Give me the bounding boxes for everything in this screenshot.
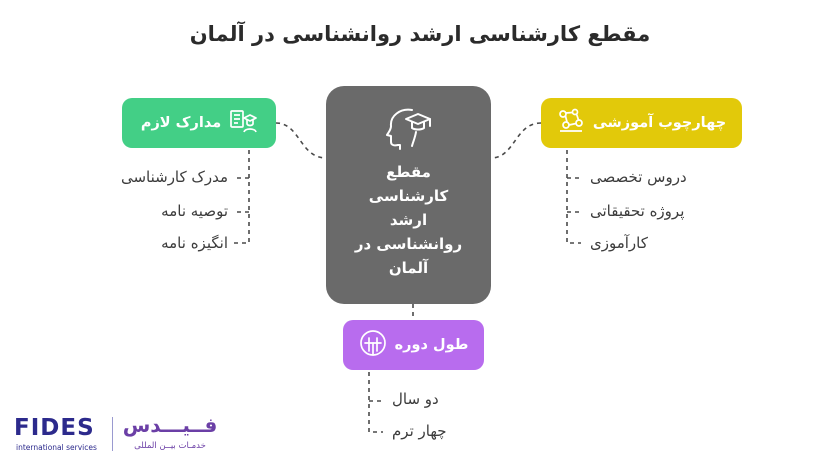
timeline-icon <box>359 329 387 361</box>
documents-item: انگیزه نامه <box>161 234 228 252</box>
connector-documents <box>275 122 327 159</box>
diagram-title: مقطع کارشناسی ارشد روانشناسی در آلمان <box>189 22 651 46</box>
duration-node: طول دوره <box>343 320 484 370</box>
framework-item: پروژه تحقیقاتی <box>590 202 685 220</box>
bracket-documents <box>233 150 250 244</box>
center-label: مقطع کارشناسی ارشد روانشناسی در آلمان <box>354 163 463 277</box>
framework-item: کارآموزی <box>590 234 648 252</box>
logo-divider <box>112 417 113 451</box>
logo-brand-latin: FIDES <box>14 415 95 441</box>
framework-label: چهارچوب آموزشی <box>592 115 727 131</box>
logo-brand-fa: فــیـــدس <box>122 413 218 437</box>
center-node: مقطع کارشناسی ارشد روانشناسی در آلمان <box>326 86 491 304</box>
bracket-duration <box>368 372 383 433</box>
bracket-framework <box>566 150 581 244</box>
fides-logo: FIDES international services فــیـــدس خ… <box>14 413 234 455</box>
duration-item: چهار ترم <box>392 422 447 440</box>
documents-graduate-icon <box>229 108 258 138</box>
head-graduation-cap-icon <box>382 104 436 154</box>
documents-item: مدرک کارشناسی <box>120 168 228 186</box>
network-nodes-icon <box>557 108 585 138</box>
logo-tagline-fa: خدمـات بیــن المللی <box>134 441 206 451</box>
documents-label: مدارک لازم <box>140 115 222 131</box>
documents-node: مدارک لازم <box>122 98 276 148</box>
duration-item: دو سال <box>392 390 439 408</box>
framework-item: دروس تخصصی <box>590 168 687 186</box>
connector-framework <box>490 122 542 159</box>
framework-node: چهارچوب آموزشی <box>541 98 742 148</box>
documents-item: توصیه نامه <box>161 202 228 220</box>
logo-tagline-latin: international services <box>16 443 97 452</box>
duration-label: طول دوره <box>394 337 469 353</box>
